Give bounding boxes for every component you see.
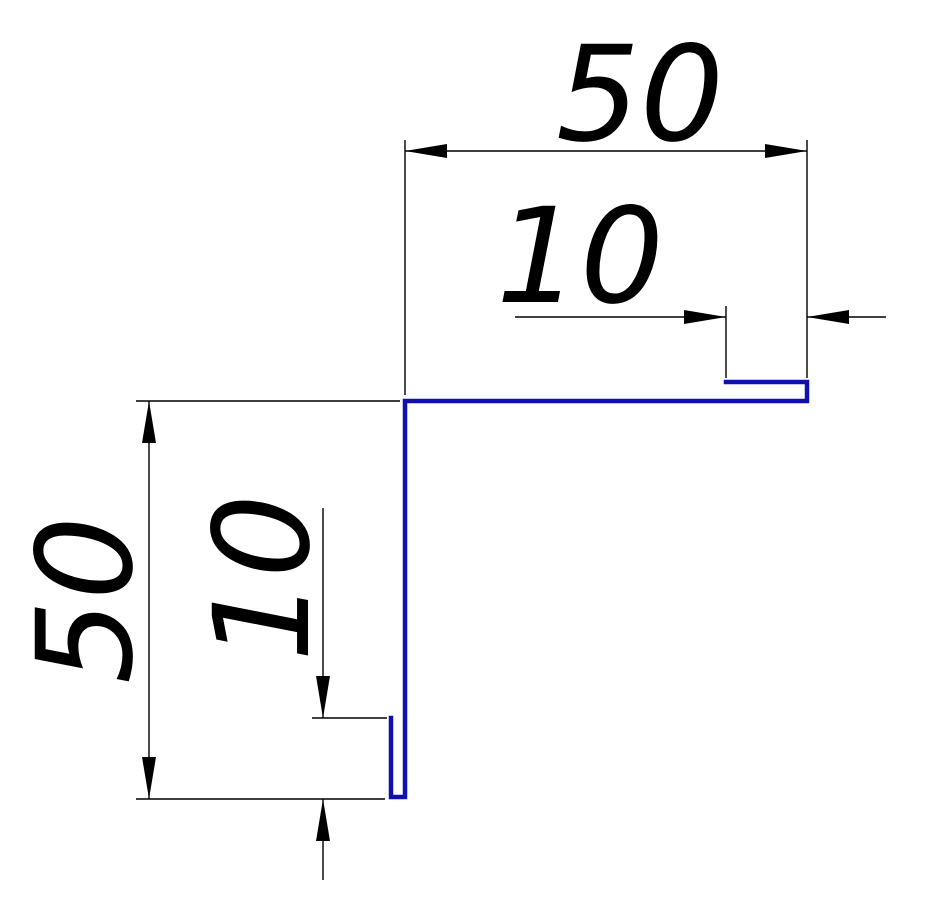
- arrow-left: [405, 144, 447, 158]
- arrow-right: [765, 144, 807, 158]
- dimension-label-top-hem: 10: [496, 180, 664, 334]
- arrow-bottom: [142, 757, 156, 799]
- arrow-right: [807, 310, 849, 324]
- dimension-label-top-overall: 50: [556, 18, 724, 172]
- profile: [388, 379, 810, 800]
- z-profile-outline: [388, 379, 810, 800]
- arrow-bottom: [316, 799, 330, 841]
- arrow-left: [684, 310, 726, 324]
- dimension-left-hem: 10: [186, 494, 387, 880]
- dimension-label-left-overall: 50: [9, 516, 163, 684]
- arrow-top: [142, 401, 156, 443]
- dimension-top-overall: 50: [404, 18, 808, 395]
- dimension-top-hem: 10: [496, 180, 886, 378]
- dimension-left-overall: 50: [9, 400, 400, 800]
- arrow-top: [316, 676, 330, 718]
- dimension-label-left-hem: 10: [186, 494, 340, 662]
